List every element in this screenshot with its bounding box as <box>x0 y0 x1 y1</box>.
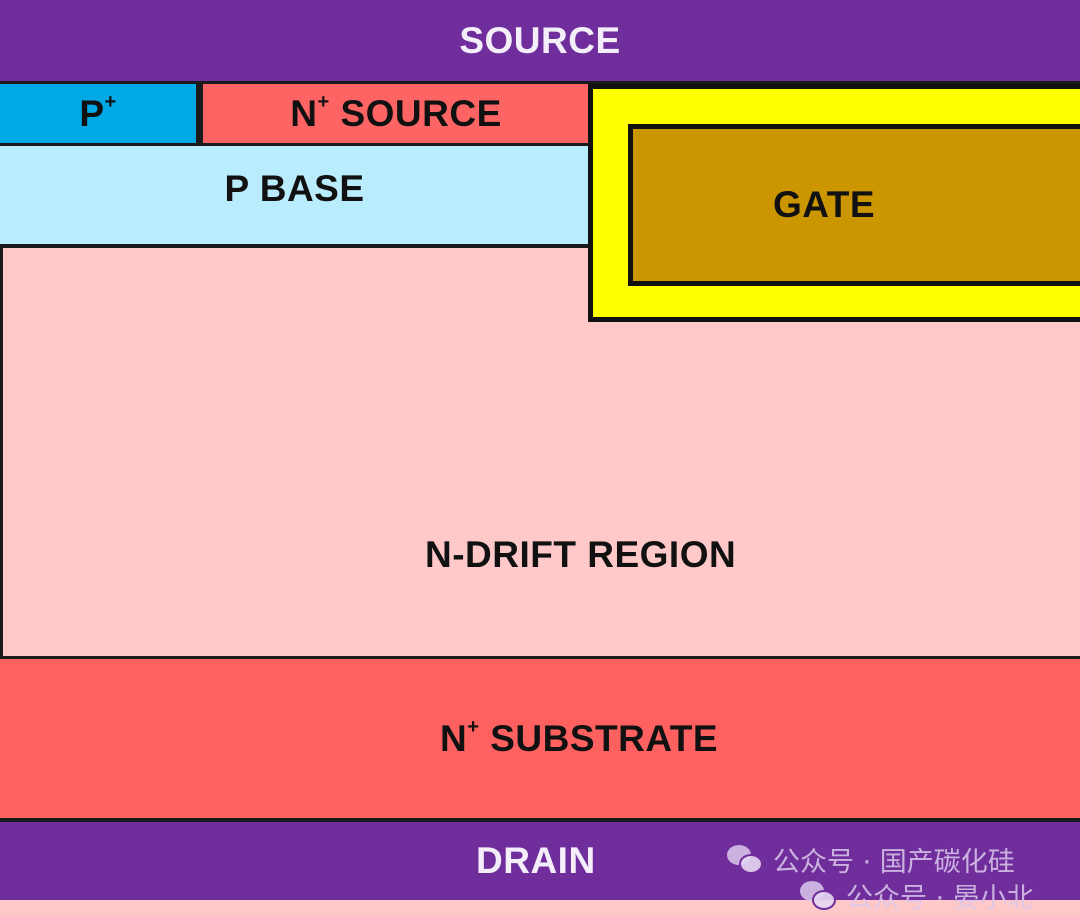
watermark-1-text: 公众号 · 国产碳化硅 <box>773 847 1015 878</box>
watermark-1: 公众号 · 国产碳化硅 <box>727 840 1015 879</box>
p-base-region: P BASE <box>0 146 592 248</box>
watermark-2: 公众号 · 晏小北 <box>800 876 1034 915</box>
drain-electrode: DRAIN <box>0 822 1080 900</box>
n-plus-substrate-region: N+ SUBSTRATE <box>0 656 1080 822</box>
gate-electrode: GATE <box>628 124 1080 286</box>
n-plus-source-region: N+ SOURCE <box>200 84 592 146</box>
source-electrode: SOURCE <box>0 0 1080 84</box>
watermark-2-text: 公众号 · 晏小北 <box>846 883 1034 914</box>
wechat-icon <box>727 844 765 875</box>
n-plus-substrate-label: N+ SUBSTRATE <box>440 715 719 759</box>
p-plus-label: P+ <box>79 90 117 134</box>
wechat-icon <box>800 880 838 911</box>
gate-label: GATE <box>773 184 876 225</box>
n-plus-source-label: N+ SOURCE <box>290 90 502 134</box>
n-drift-region <box>0 248 1080 656</box>
drain-label: DRAIN <box>476 840 596 881</box>
p-plus-region: P+ <box>0 84 200 146</box>
p-base-label: P BASE <box>224 168 365 209</box>
n-drift-label: N-DRIFT REGION <box>425 534 737 575</box>
source-label: SOURCE <box>459 19 621 61</box>
